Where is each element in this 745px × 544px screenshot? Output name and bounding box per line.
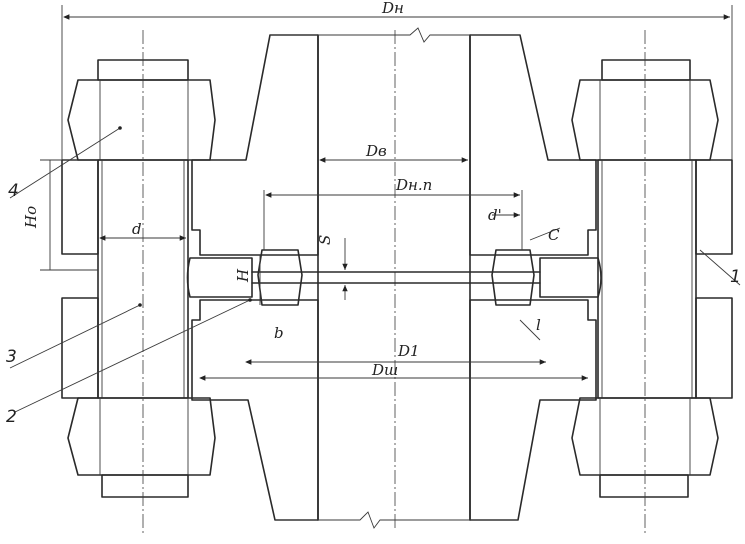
label-dnp: Dн.п: [395, 176, 432, 194]
label-d-pin: d': [488, 206, 502, 224]
label-dv: Dв: [365, 142, 387, 160]
part-number-4: 4: [8, 181, 19, 201]
label-d-bolt: d: [132, 220, 142, 238]
lower-flange: [61, 297, 733, 521]
part-number-3: 3: [6, 347, 17, 367]
label-b: b: [274, 324, 284, 342]
label-l: l: [536, 316, 541, 334]
leaders: [9, 126, 741, 413]
label-d1: D1: [397, 342, 420, 360]
upper-flange: [61, 34, 733, 256]
label-h: H: [234, 268, 252, 283]
label-dn: Dн: [381, 0, 404, 17]
label-ho: Hо: [22, 206, 40, 229]
label-dsh: Dш: [371, 361, 398, 379]
left-bolt: [67, 30, 216, 535]
pipe-bore: [270, 27, 520, 530]
part-number-1: 1: [730, 267, 741, 287]
part-number-2: 2: [6, 407, 17, 427]
right-bolt: [571, 30, 719, 535]
dimension-lines: [40, 157, 588, 381]
label-s: S: [316, 235, 334, 245]
dim-dn: [61, 5, 733, 160]
label-c: C: [548, 226, 560, 244]
